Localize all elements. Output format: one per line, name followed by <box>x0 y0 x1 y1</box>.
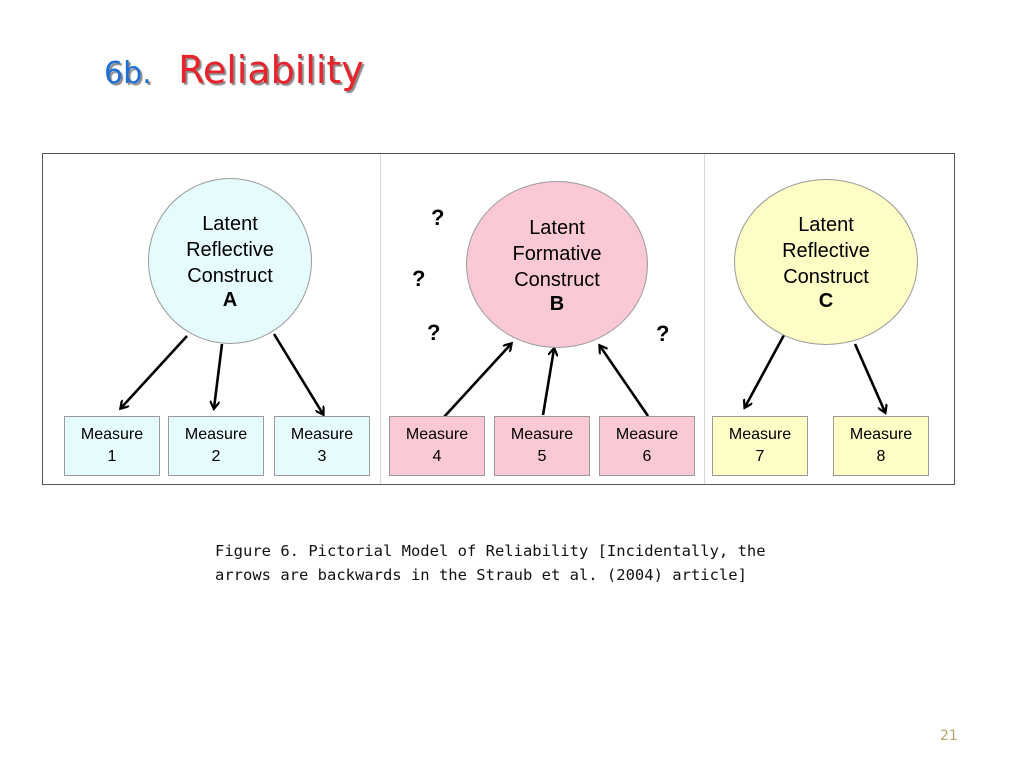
measure-4-number: 4 <box>432 448 442 465</box>
page-number: 21 <box>940 728 958 744</box>
measure-2-number: 2 <box>211 448 221 465</box>
measure-6-label: Measure <box>615 426 679 443</box>
caption-line-2: arrows are backwards in the Straub et al… <box>215 566 747 584</box>
reliability-diagram: Latent Reflective Construct A Latent For… <box>42 153 955 485</box>
construct-b: Latent Formative Construct B <box>466 181 648 348</box>
arrow-measure-5-to-b <box>541 349 554 416</box>
construct-a-letter: A <box>222 289 238 311</box>
construct-a: Latent Reflective Construct A <box>148 178 312 344</box>
arrow-measure-6-to-b <box>600 346 650 417</box>
title-number: 6b. <box>104 56 152 91</box>
measure-1-label: Measure <box>80 426 144 443</box>
question-mark-1: ? <box>431 205 445 230</box>
measure-5: Measure 5 <box>494 416 590 476</box>
construct-c-line-2: Reflective <box>782 240 870 262</box>
arrow-c-to-measure-7 <box>745 334 786 407</box>
construct-b-line-1: Latent <box>529 216 585 239</box>
question-mark-2: ? <box>412 266 426 291</box>
slide-title: 6b. Reliability <box>104 48 364 92</box>
measure-8: Measure 8 <box>833 416 929 476</box>
measure-7-label: Measure <box>728 426 792 443</box>
arrow-a-to-measure-1 <box>121 335 188 408</box>
measure-2: Measure 2 <box>168 416 264 476</box>
arrow-a-to-measure-2 <box>214 343 224 408</box>
figure-caption: Figure 6. Pictorial Model of Reliability… <box>215 539 815 587</box>
measure-8-label: Measure <box>849 426 913 443</box>
construct-a-line-3: Construct <box>187 265 273 287</box>
measure-5-label: Measure <box>510 426 574 443</box>
construct-b-line-2: Formative <box>512 242 602 265</box>
measure-5-number: 5 <box>537 448 547 465</box>
arrow-a-to-measure-3 <box>272 333 323 414</box>
arrow-c-to-measure-8 <box>853 343 885 412</box>
measure-7-number: 7 <box>755 448 765 465</box>
panel-divider <box>380 154 381 484</box>
construct-c-letter: C <box>818 290 834 312</box>
measure-6-number: 6 <box>642 448 652 465</box>
construct-c-line-3: Construct <box>783 266 869 288</box>
measure-6: Measure 6 <box>599 416 695 476</box>
construct-a-line-2: Reflective <box>186 239 274 261</box>
caption-line-1: Figure 6. Pictorial Model of Reliability… <box>215 542 766 560</box>
measure-7: Measure 7 <box>712 416 808 476</box>
question-mark-4: ? <box>656 321 670 346</box>
measure-1: Measure 1 <box>64 416 160 476</box>
construct-c-line-1: Latent <box>798 214 854 236</box>
measure-3-label: Measure <box>290 426 354 443</box>
measure-1-number: 1 <box>107 448 117 465</box>
question-mark-3: ? <box>427 320 441 345</box>
measure-3: Measure 3 <box>274 416 370 476</box>
construct-b-letter: B <box>549 292 565 315</box>
arrows-layer <box>43 333 956 418</box>
construct-c: Latent Reflective Construct C <box>734 179 918 345</box>
measure-4-label: Measure <box>405 426 469 443</box>
measure-8-number: 8 <box>876 448 886 465</box>
measure-2-label: Measure <box>184 426 248 443</box>
construct-b-line-3: Construct <box>514 268 600 291</box>
title-text: Reliability <box>178 48 364 92</box>
construct-a-line-1: Latent <box>202 213 258 235</box>
arrow-measure-4-to-b <box>443 344 511 418</box>
measure-4: Measure 4 <box>389 416 485 476</box>
measure-3-number: 3 <box>317 448 327 465</box>
panel-divider <box>704 154 705 484</box>
